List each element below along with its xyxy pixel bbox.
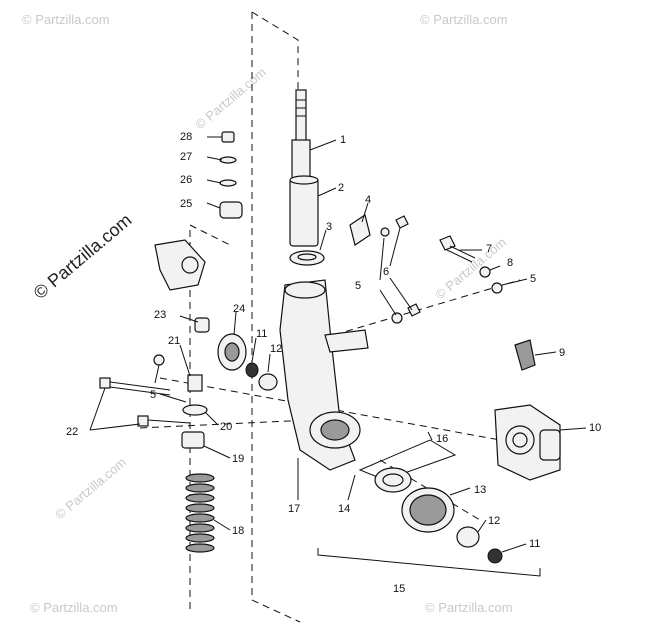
callout-23: 23 (154, 309, 166, 321)
seal-12-upper (258, 373, 278, 391)
leader-lines (89, 136, 587, 553)
callout-13: 13 (474, 484, 486, 496)
callout-5-b: 5 (150, 389, 156, 401)
nut-19 (181, 431, 205, 449)
callout-25: 25 (180, 198, 192, 210)
top-hardware (219, 131, 243, 219)
strut-shaft (291, 89, 311, 181)
watermark-top-right: © Partzilla.com (420, 12, 508, 27)
callout-14: 14 (338, 503, 350, 515)
callout-7: 7 (486, 243, 492, 255)
watermark-top-left: © Partzilla.com (22, 12, 110, 27)
bracket-assembly (349, 214, 421, 324)
callout-26: 26 (180, 174, 192, 186)
spindle-knuckle (279, 279, 369, 471)
brake-caliper (494, 404, 561, 481)
group-bracket-15 (317, 548, 541, 577)
coil-spring (185, 473, 215, 553)
callout-21: 21 (168, 335, 180, 347)
strut-tube (289, 175, 319, 247)
callout-6: 6 (383, 266, 389, 278)
callout-12-b: 12 (488, 515, 500, 527)
watermark-bottom-left-2: © Partzilla.com (30, 600, 118, 615)
bolt-assembly (439, 235, 503, 294)
callout-3: 3 (326, 221, 332, 233)
bearing-11-upper (245, 362, 259, 378)
callout-1: 1 (340, 134, 346, 146)
left-hardware (153, 317, 247, 392)
callout-5-a: 5 (355, 280, 361, 292)
watermark-center: © Partzilla.com (192, 64, 269, 132)
callout-18: 18 (232, 525, 244, 537)
callout-24: 24 (233, 303, 245, 315)
hub-parts (374, 467, 503, 564)
callout-12-a: 12 (270, 343, 282, 355)
callout-27: 27 (180, 151, 192, 163)
watermark-main: © Partzilla.com (30, 210, 136, 303)
lower-bolts (99, 377, 191, 427)
callout-11-a: 11 (256, 328, 267, 340)
callout-20: 20 (220, 421, 232, 433)
callout-5-c: 5 (530, 273, 536, 285)
callout-16: 16 (436, 433, 448, 445)
callout-8: 8 (507, 257, 513, 269)
watermark-bottom-left: © Partzilla.com (52, 454, 129, 522)
strut-washer-hole (297, 253, 317, 261)
watermark-bottom-right: © Partzilla.com (425, 600, 513, 615)
callout-10: 10 (589, 422, 601, 434)
callout-15: 15 (393, 583, 405, 595)
callout-17: 17 (288, 503, 300, 515)
callout-4: 4 (365, 194, 371, 206)
callout-28: 28 (180, 131, 192, 143)
pad-part (514, 339, 536, 371)
callout-numbers: 1 2 3 4 5 6 7 8 5 9 10 16 14 13 12 11 15… (66, 131, 601, 595)
callout-2: 2 (338, 182, 344, 194)
callout-19: 19 (232, 453, 244, 465)
callout-11-b: 11 (529, 538, 540, 550)
callout-9: 9 (559, 347, 565, 359)
upper-mount (154, 239, 206, 291)
washer-20 (182, 404, 208, 416)
callout-22: 22 (66, 426, 78, 438)
